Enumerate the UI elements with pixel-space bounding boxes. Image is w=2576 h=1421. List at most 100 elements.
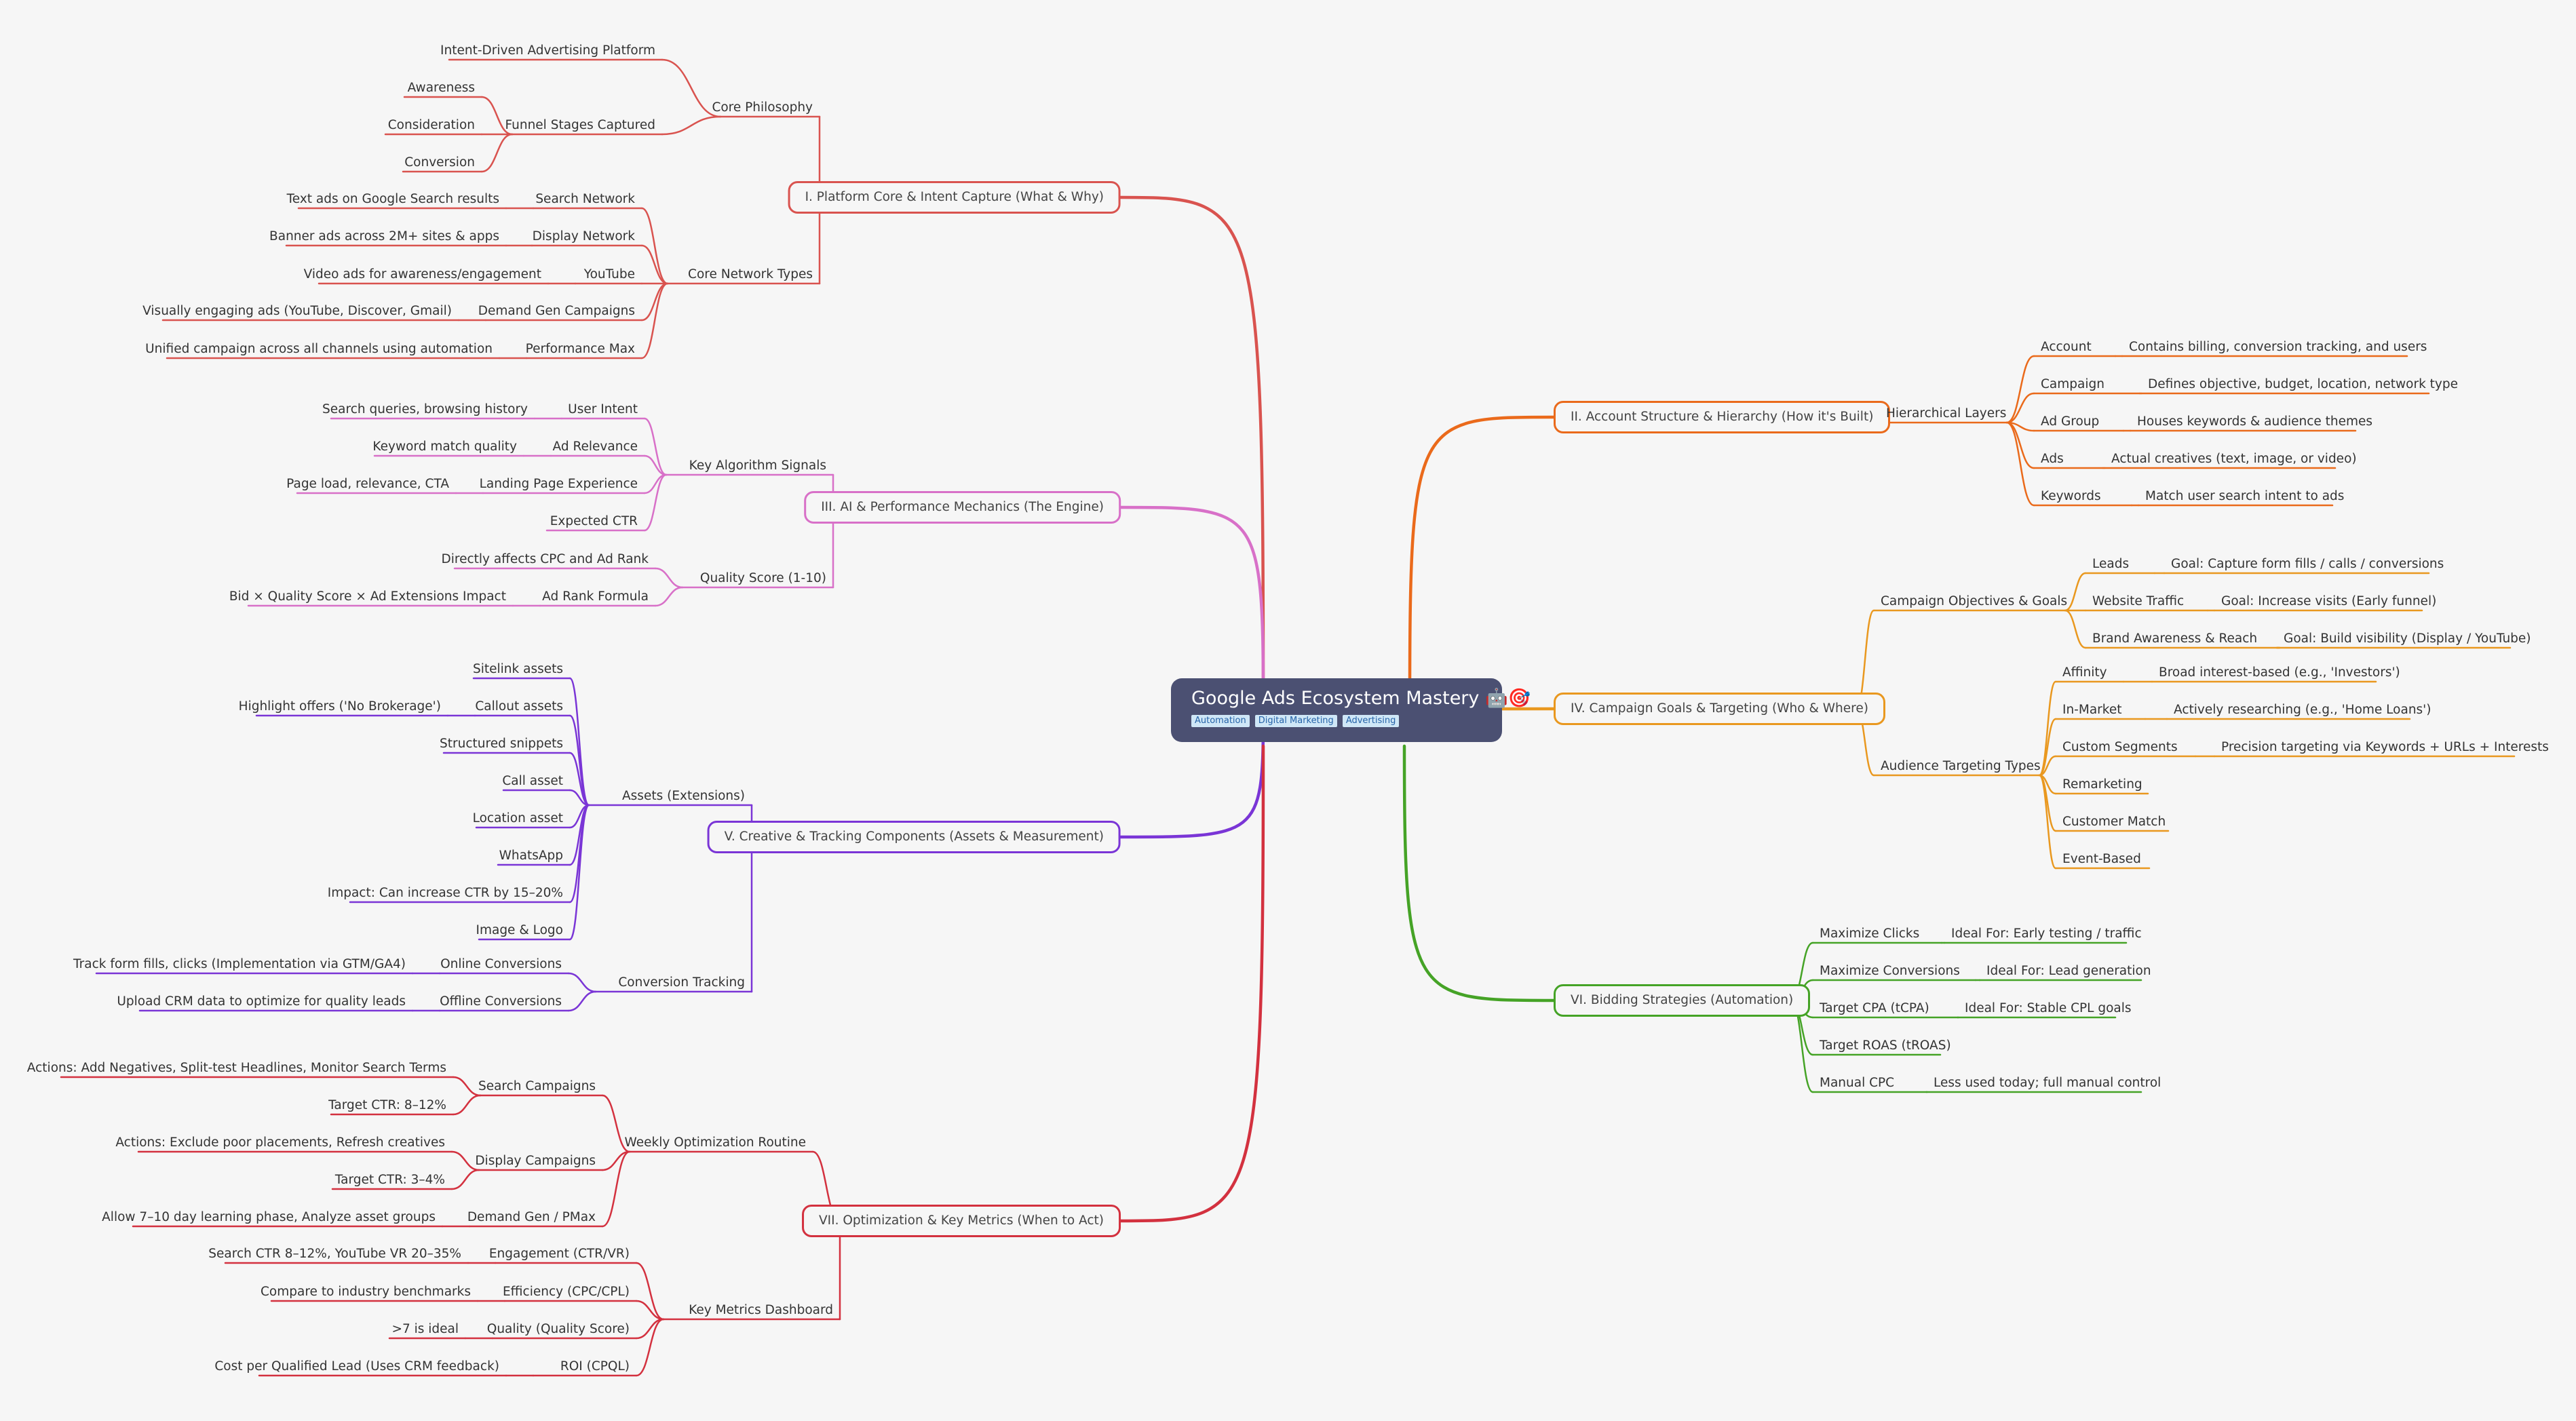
branch-platform-core[interactable]: I. Platform Core & Intent Capture (What … [788, 181, 1121, 214]
node-offline-conversions[interactable]: Offline Conversions [440, 994, 562, 1009]
node-target-cpa[interactable]: Target CPA (tCPA) [1820, 1001, 1929, 1015]
node-customer-match[interactable]: Customer Match [2062, 815, 2166, 829]
node-brand-desc[interactable]: Goal: Build visibility (Display / YouTub… [2284, 631, 2531, 646]
node-campaign-objectives[interactable]: Campaign Objectives & Goals [1881, 594, 2068, 608]
node-network-types[interactable]: Core Network Types [688, 267, 813, 281]
node-demand-gen[interactable]: Demand Gen Campaigns [478, 304, 635, 318]
node-ads-desc[interactable]: Actual creatives (text, image, or video) [2111, 452, 2357, 466]
node-ad-rank-desc[interactable]: Bid × Quality Score × Ad Extensions Impa… [229, 589, 506, 604]
node-efficiency[interactable]: Efficiency (CPC/CPL) [502, 1285, 630, 1299]
node-leads[interactable]: Leads [2092, 557, 2130, 571]
tag-digital-marketing[interactable]: Digital Marketing [1254, 715, 1337, 727]
node-search-network-desc[interactable]: Text ads on Google Search results [286, 192, 499, 206]
node-awareness[interactable]: Awareness [407, 81, 475, 95]
node-affinity[interactable]: Affinity [2062, 665, 2107, 680]
node-search-campaigns[interactable]: Search Campaigns [478, 1079, 596, 1093]
node-target-roas[interactable]: Target ROAS (tROAS) [1820, 1038, 1951, 1053]
node-campaign[interactable]: Campaign [2041, 377, 2104, 391]
node-in-market[interactable]: In-Market [2062, 703, 2122, 717]
node-custom-segments[interactable]: Custom Segments [2062, 740, 2178, 754]
branch-bidding-strategies[interactable]: VI. Bidding Strategies (Automation) [1554, 984, 1811, 1017]
node-quality[interactable]: Quality (Quality Score) [486, 1322, 630, 1336]
node-metrics-dashboard[interactable]: Key Metrics Dashboard [689, 1303, 833, 1317]
node-max-conv-desc[interactable]: Ideal For: Lead generation [1986, 964, 2151, 978]
node-search-target[interactable]: Target CTR: 8–12% [328, 1098, 446, 1112]
node-core-philosophy[interactable]: Core Philosophy [712, 100, 813, 115]
node-efficiency-desc[interactable]: Compare to industry benchmarks [261, 1285, 471, 1299]
node-maximize-conversions[interactable]: Maximize Conversions [1820, 964, 1960, 978]
node-audience-targeting[interactable]: Audience Targeting Types [1881, 759, 2041, 773]
branch-campaign-goals[interactable]: IV. Campaign Goals & Targeting (Who & Wh… [1554, 693, 1885, 725]
node-display-actions[interactable]: Actions: Exclude poor placements, Refres… [115, 1135, 445, 1150]
branch-creative-tracking[interactable]: V. Creative & Tracking Components (Asset… [707, 821, 1121, 853]
node-search-network[interactable]: Search Network [535, 192, 635, 206]
node-max-clicks-desc[interactable]: Ideal For: Early testing / traffic [1951, 927, 2142, 941]
node-pmax-desc[interactable]: Unified campaign across all channels usi… [145, 342, 493, 356]
tag-automation[interactable]: Automation [1191, 715, 1250, 727]
node-display-campaigns[interactable]: Display Campaigns [475, 1154, 596, 1168]
node-whatsapp[interactable]: WhatsApp [499, 849, 563, 863]
node-conversion[interactable]: Conversion [404, 155, 475, 170]
node-image-logo[interactable]: Image & Logo [476, 923, 564, 937]
node-keywords[interactable]: Keywords [2041, 489, 2101, 503]
node-pmax[interactable]: Performance Max [525, 342, 635, 356]
node-ad-relevance-desc[interactable]: Keyword match quality [372, 440, 517, 454]
node-online-conv-desc[interactable]: Track form fills, clicks (Implementation… [73, 957, 406, 971]
node-roi-desc[interactable]: Cost per Qualified Lead (Uses CRM feedba… [214, 1359, 499, 1374]
node-demand-gen-desc[interactable]: Visually engaging ads (YouTube, Discover… [142, 304, 452, 318]
node-brand-awareness[interactable]: Brand Awareness & Reach [2092, 631, 2258, 646]
node-demand-gen-pmax[interactable]: Demand Gen / PMax [467, 1210, 596, 1224]
node-callout-desc[interactable]: Highlight offers ('No Brokerage') [238, 699, 441, 714]
node-consideration[interactable]: Consideration [387, 118, 475, 132]
node-call-asset[interactable]: Call asset [502, 774, 563, 788]
node-ad-group-desc[interactable]: Houses keywords & audience themes [2137, 414, 2373, 429]
node-user-intent[interactable]: User Intent [568, 402, 638, 416]
node-display-network-desc[interactable]: Banner ads across 2M+ sites & apps [269, 229, 499, 244]
node-dg-pmax-desc[interactable]: Allow 7–10 day learning phase, Analyze a… [102, 1210, 436, 1224]
node-offline-conv-desc[interactable]: Upload CRM data to optimize for quality … [117, 994, 406, 1009]
node-account[interactable]: Account [2041, 340, 2092, 354]
node-keywords-desc[interactable]: Match user search intent to ads [2145, 489, 2345, 503]
root-node[interactable]: Google Ads Ecosystem Mastery 🤖🎯 Automati… [1171, 678, 1531, 742]
node-assets[interactable]: Assets (Extensions) [622, 789, 745, 803]
node-affinity-desc[interactable]: Broad interest-based (e.g., 'Investors') [2159, 665, 2400, 680]
node-ads[interactable]: Ads [2041, 452, 2064, 466]
node-engagement-desc[interactable]: Search CTR 8–12%, YouTube VR 20–35% [208, 1247, 461, 1261]
node-landing-page-desc[interactable]: Page load, relevance, CTA [286, 477, 449, 491]
node-callout[interactable]: Callout assets [475, 699, 563, 714]
node-ad-group[interactable]: Ad Group [2041, 414, 2100, 429]
node-qs-desc[interactable]: Directly affects CPC and Ad Rank [441, 552, 649, 566]
node-tcpa-desc[interactable]: Ideal For: Stable CPL goals [1965, 1001, 2132, 1015]
node-remarketing[interactable]: Remarketing [2062, 777, 2142, 792]
node-impact[interactable]: Impact: Can increase CTR by 15–20% [327, 886, 563, 900]
node-quality-score[interactable]: Quality Score (1-10) [699, 571, 826, 585]
node-funnel-stages[interactable]: Funnel Stages Captured [505, 118, 656, 132]
node-display-network[interactable]: Display Network [532, 229, 635, 244]
node-quality-desc[interactable]: >7 is ideal [391, 1322, 459, 1336]
node-conversion-tracking[interactable]: Conversion Tracking [618, 975, 745, 990]
node-traffic-desc[interactable]: Goal: Increase visits (Early funnel) [2221, 594, 2437, 608]
node-algorithm-signals[interactable]: Key Algorithm Signals [689, 459, 826, 473]
node-hierarchical-layers[interactable]: Hierarchical Layers [1886, 406, 2007, 421]
node-manual-desc[interactable]: Less used today; full manual control [1934, 1076, 2161, 1090]
node-roi[interactable]: ROI (CPQL) [560, 1359, 630, 1374]
branch-account-structure[interactable]: II. Account Structure & Hierarchy (How i… [1554, 401, 1891, 433]
node-maximize-clicks[interactable]: Maximize Clicks [1820, 927, 1920, 941]
node-display-target[interactable]: Target CTR: 3–4% [334, 1173, 445, 1187]
branch-optimization[interactable]: VII. Optimization & Key Metrics (When to… [802, 1205, 1121, 1237]
node-weekly-optimization[interactable]: Weekly Optimization Routine [624, 1135, 806, 1150]
node-snippets[interactable]: Structured snippets [440, 737, 563, 751]
node-leads-desc[interactable]: Goal: Capture form fills / calls / conve… [2171, 557, 2444, 571]
node-campaign-desc[interactable]: Defines objective, budget, location, net… [2148, 377, 2458, 391]
node-location-asset[interactable]: Location asset [472, 811, 563, 825]
node-manual-cpc[interactable]: Manual CPC [1820, 1076, 1895, 1090]
node-youtube-desc[interactable]: Video ads for awareness/engagement [303, 267, 541, 281]
node-online-conversions[interactable]: Online Conversions [440, 957, 562, 971]
node-sitelink[interactable]: Sitelink assets [472, 662, 563, 676]
node-landing-page-experience[interactable]: Landing Page Experience [479, 477, 638, 491]
branch-ai-performance[interactable]: III. AI & Performance Mechanics (The Eng… [804, 491, 1121, 524]
node-ad-rank[interactable]: Ad Rank Formula [542, 589, 649, 604]
node-intent-platform[interactable]: Intent-Driven Advertising Platform [440, 43, 655, 58]
node-website-traffic[interactable]: Website Traffic [2092, 594, 2185, 608]
node-account-desc[interactable]: Contains billing, conversion tracking, a… [2129, 340, 2427, 354]
